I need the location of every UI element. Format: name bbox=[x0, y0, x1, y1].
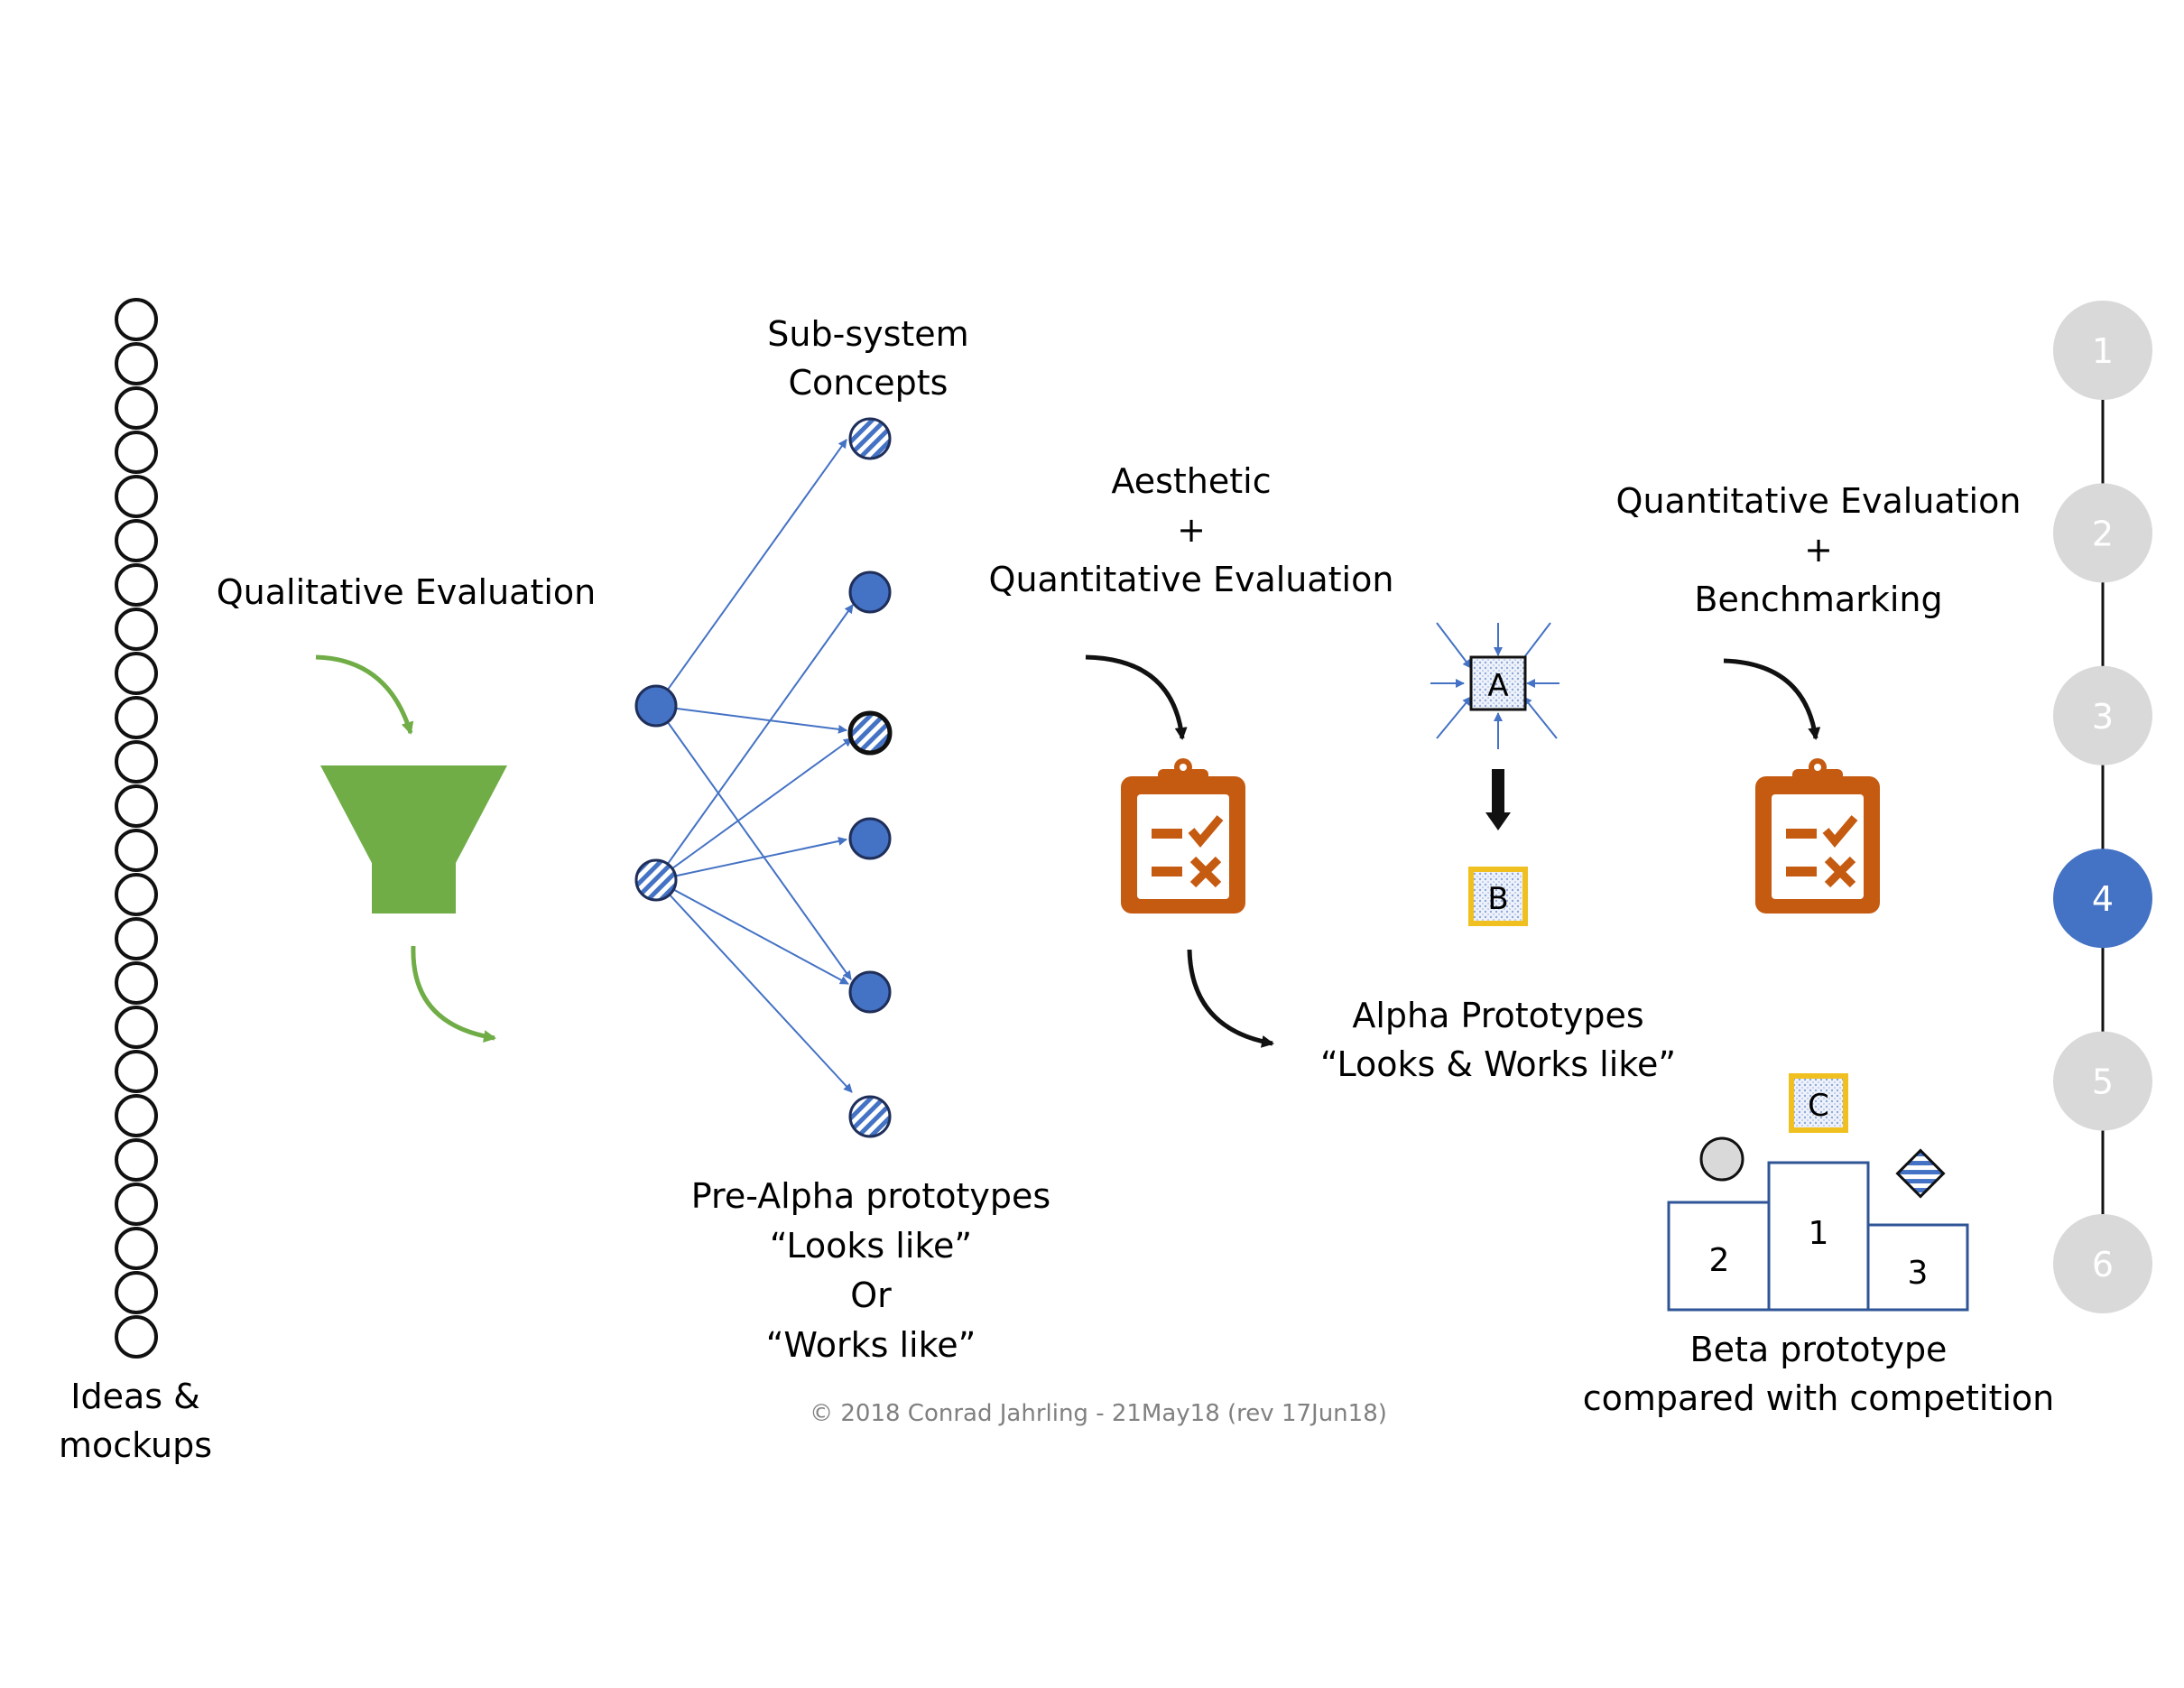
concept-node-6 bbox=[848, 1095, 892, 1138]
step-circle-3[interactable] bbox=[2053, 665, 2152, 765]
idea-circle bbox=[115, 652, 158, 695]
prealpha-label-line4: “Works like” bbox=[766, 1325, 976, 1365]
podium-first bbox=[1767, 1161, 1870, 1312]
step-label-1: 1 bbox=[2092, 331, 2114, 371]
idea-circle bbox=[115, 784, 158, 828]
step-circle-4[interactable] bbox=[2053, 849, 2152, 949]
prototype-b-box bbox=[1468, 867, 1528, 926]
step-circle-2[interactable] bbox=[2053, 483, 2152, 583]
idea-circle bbox=[115, 342, 158, 385]
quant-bench-label-line3: Benchmarking bbox=[1694, 580, 1942, 619]
step-label-6: 6 bbox=[2092, 1245, 2114, 1285]
idea-circle bbox=[115, 829, 158, 872]
source-node-solid bbox=[634, 684, 678, 728]
idea-circle bbox=[115, 1006, 158, 1049]
beta-label-line2: compared with competition bbox=[1583, 1378, 2055, 1418]
prototype-a-box bbox=[1469, 655, 1527, 711]
podium-second-label: 2 bbox=[1709, 1242, 1730, 1279]
idea-circle bbox=[115, 873, 158, 916]
funnel-icon bbox=[320, 765, 507, 914]
idea-circle bbox=[115, 917, 158, 960]
idea-circle bbox=[115, 607, 158, 651]
idea-circle bbox=[115, 740, 158, 784]
ideas-label-line2: mockups bbox=[59, 1425, 212, 1465]
copyright-text: © 2018 Conrad Jahrling - 21May18 (rev 17… bbox=[810, 1400, 1387, 1427]
step-circle-6[interactable] bbox=[2053, 1214, 2152, 1313]
idea-circle bbox=[115, 1183, 158, 1226]
step-label-2: 2 bbox=[2092, 514, 2114, 553]
idea-circle bbox=[115, 475, 158, 518]
ideas-label-line1: Ideas & bbox=[70, 1377, 200, 1416]
competitor-circle bbox=[1699, 1136, 1744, 1182]
black-curved-arrow-1 bbox=[1085, 654, 1188, 740]
black-curved-arrow-2 bbox=[1187, 949, 1274, 1048]
step-label-3: 3 bbox=[2092, 697, 2114, 737]
step-circle-1[interactable] bbox=[2053, 301, 2152, 400]
qualitative-evaluation-label: Qualitative Evaluation bbox=[217, 572, 597, 612]
idea-circle bbox=[115, 386, 158, 430]
green-curved-arrow-in bbox=[315, 654, 414, 735]
alpha-label-line2: “Looks & Works like” bbox=[1320, 1044, 1676, 1084]
ideas-circle-column bbox=[115, 298, 158, 1359]
step-circle-5[interactable] bbox=[2053, 1031, 2152, 1131]
source-node-hatched bbox=[634, 858, 678, 902]
idea-circle bbox=[115, 961, 158, 1005]
idea-circle bbox=[115, 519, 158, 562]
prototype-c-box bbox=[1789, 1073, 1848, 1133]
quant-bench-label-line2: + bbox=[1804, 530, 1833, 570]
concept-node-2 bbox=[848, 570, 892, 614]
concept-connections bbox=[655, 439, 854, 1093]
down-arrow-head bbox=[1485, 812, 1511, 830]
prototype-a-label: A bbox=[1487, 668, 1508, 704]
black-curved-arrow-3 bbox=[1723, 658, 1821, 740]
prototype-c-label: C bbox=[1808, 1088, 1829, 1124]
idea-circle bbox=[115, 1271, 158, 1314]
concept-node-1 bbox=[848, 417, 892, 460]
idea-circle bbox=[115, 1315, 158, 1359]
idea-circle bbox=[115, 1094, 158, 1137]
prealpha-label-line3: Or bbox=[850, 1275, 892, 1315]
idea-circle bbox=[115, 696, 158, 739]
podium-third bbox=[1866, 1223, 1969, 1312]
clipboard-checklist-icon-2 bbox=[1755, 758, 1880, 914]
podium-first-label: 1 bbox=[1809, 1215, 1829, 1252]
beta-label-line1: Beta prototype bbox=[1690, 1330, 1948, 1369]
prealpha-label-line2: “Looks like” bbox=[770, 1226, 972, 1266]
concept-node-5 bbox=[848, 970, 892, 1014]
idea-circle bbox=[115, 298, 158, 341]
quant-bench-label-line1: Quantitative Evaluation bbox=[1616, 481, 2022, 521]
aesthetic-label-line2: + bbox=[1177, 510, 1206, 550]
step-label-4: 4 bbox=[2092, 879, 2114, 919]
idea-circle bbox=[115, 1227, 158, 1270]
alpha-label-line1: Alpha Prototypes bbox=[1352, 996, 1643, 1035]
concept-node-4 bbox=[848, 817, 892, 860]
clipboard-checklist-icon bbox=[1121, 758, 1245, 914]
subsystem-label-line2: Concepts bbox=[789, 363, 949, 403]
aesthetic-label-line3: Quantitative Evaluation bbox=[989, 560, 1394, 599]
prototype-b-label: B bbox=[1487, 881, 1508, 917]
idea-circle bbox=[115, 1138, 158, 1182]
subsystem-label-line1: Sub-system bbox=[767, 314, 968, 354]
aesthetic-label-line1: Aesthetic bbox=[1111, 461, 1271, 501]
idea-circle bbox=[115, 431, 158, 474]
prealpha-label-line1: Pre-Alpha prototypes bbox=[691, 1176, 1050, 1216]
podium-third-label: 3 bbox=[1908, 1255, 1929, 1292]
idea-circle bbox=[115, 563, 158, 607]
competitor-diamond bbox=[1895, 1148, 1946, 1199]
step-indicator: 1 2 3 4 5 6 bbox=[2053, 301, 2152, 1313]
step-label-5: 5 bbox=[2092, 1062, 2114, 1102]
idea-circle bbox=[115, 1050, 158, 1093]
concept-node-3 bbox=[847, 710, 893, 756]
green-curved-arrow-out bbox=[411, 945, 496, 1043]
